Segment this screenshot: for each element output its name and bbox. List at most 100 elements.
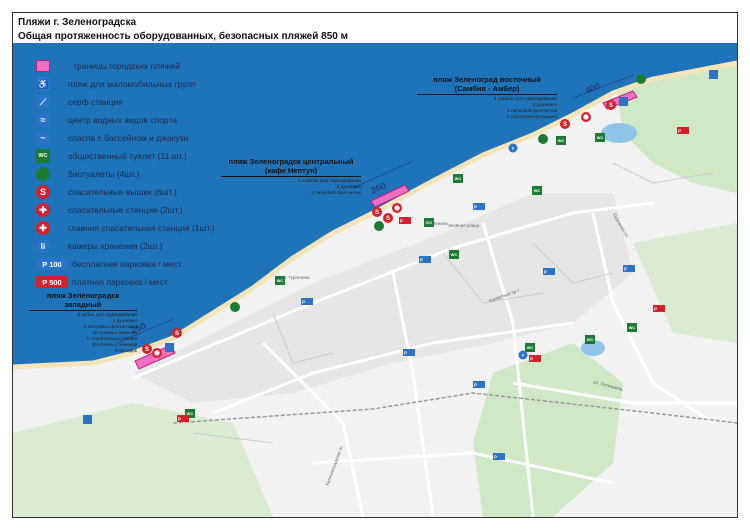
street-label: ул. Ленина (425, 221, 448, 226)
parking-label: P (654, 307, 657, 312)
rescue-tower-icon[interactable] (560, 119, 570, 129)
free-parking-icon[interactable] (301, 298, 313, 305)
legend-label: главная спасательная станция (1шт.) (68, 223, 215, 233)
beach-info-line: 4 кабины для переодевания (298, 179, 361, 184)
toilet-icon[interactable] (595, 133, 605, 142)
paid-parking-icon[interactable] (529, 355, 541, 362)
water-sports-icon[interactable] (709, 70, 718, 79)
lake-north (601, 123, 637, 143)
legend-label: бесплатная парковка / мест (72, 259, 182, 269)
legend-label: общественный туалет (11 шт.) (68, 151, 187, 161)
rescue-tower-letters: S S S S S S (145, 103, 613, 353)
paid-parking-icon[interactable] (399, 217, 411, 224)
beach-info-line: 8 беседок (115, 349, 137, 354)
free-parking-icon[interactable] (543, 268, 555, 275)
beach-boundary-icon (36, 60, 50, 72)
storage-icon[interactable] (508, 143, 518, 153)
rescue-tower-icon[interactable] (172, 328, 182, 338)
paid-parking-icon: P 500 (36, 276, 68, 288)
toilet-label: WC (426, 220, 433, 225)
parking-label: P (178, 417, 181, 422)
beach-name-west-line2: западный (64, 300, 102, 309)
map-canvas[interactable]: S S S S S S (13, 43, 737, 517)
map-subtitle: Общая протяженность оборудованных, безоп… (18, 31, 349, 42)
rescue-stations (152, 112, 591, 358)
beach-info-line: 1 спасательная вышка (86, 337, 137, 342)
paid-parking-icon[interactable] (177, 415, 189, 422)
toilet-icon: WC (36, 149, 50, 163)
beach-info-east: 4 кабины для переодевания 2 душевые 1 пи… (417, 97, 557, 121)
toilet-label: WC (629, 325, 636, 330)
rescue-station-icon: ✚ (36, 203, 50, 217)
toilet-icon[interactable] (185, 409, 195, 418)
paid-parking-icon[interactable] (677, 127, 689, 134)
rescue-tower-icon[interactable] (372, 207, 382, 217)
free-parking-icon[interactable] (419, 256, 431, 263)
bio-toilet-icon[interactable] (374, 221, 384, 231)
toilet-icon[interactable] (525, 343, 535, 352)
main-rescue-station-icon[interactable] (392, 203, 402, 213)
free-parking-icon[interactable] (403, 349, 415, 356)
wheelchair-icon[interactable] (619, 97, 628, 106)
beach-name-central: пляж Зеленоградск центральный (кафе Непт… (221, 157, 361, 177)
main-rescue-station-icon: ✚ (36, 221, 50, 235)
toilet-icon[interactable] (556, 136, 566, 145)
free-parking-icon[interactable] (493, 453, 505, 460)
rescue-tower-letter: S (145, 347, 149, 353)
toilet-label: WC (187, 411, 194, 416)
beach-label-central[interactable]: пляж Зеленоградск центральный (кафе Непт… (221, 157, 361, 197)
town-area (133, 193, 633, 403)
rescue-tower-icon[interactable] (606, 100, 616, 110)
beach-info-line: 2 душевые (336, 185, 361, 190)
free-parking-icon[interactable] (473, 203, 485, 210)
beach-name-west: пляж Зеленоградск западный (29, 291, 137, 311)
rescue-tower-icon[interactable] (142, 344, 152, 354)
map-svg: S S S S S S (13, 43, 737, 517)
spa-icon[interactable] (83, 415, 92, 424)
beach-info-line: 1 питьевой фонтанчик (507, 109, 557, 114)
surf-icon[interactable] (165, 343, 174, 352)
paid-parking-icon[interactable] (653, 305, 665, 312)
legend-item-wheelchair: ♿ пляж для маломобильных групп (36, 76, 196, 92)
beach-info-line: 10 теневых навесов (92, 331, 137, 336)
minor-roads (192, 162, 714, 444)
beach-info-line: 1 питьевой фонтанчик (311, 191, 361, 196)
rescue-tower-icon[interactable] (383, 213, 393, 223)
storage-icon[interactable] (518, 350, 528, 360)
beach-label-east[interactable]: пляж Зеленоград восточный (Самбия - Амбе… (417, 75, 557, 121)
toilet-icon[interactable] (275, 276, 285, 285)
shoreline (13, 60, 737, 370)
parking-label: P (494, 455, 497, 460)
legend-item-free-parking: P 100 бесплатная парковка / мест (36, 256, 182, 272)
bio-toilet-icon[interactable] (230, 302, 240, 312)
legend-item-paid-parking: P 500 платная парковка / мест (36, 274, 168, 290)
beach-info-line: 5 кабин для переодевания (77, 313, 137, 318)
free-parking-icon[interactable] (623, 265, 635, 272)
toilet-icon[interactable] (424, 218, 434, 227)
bio-toilet-icon[interactable] (538, 134, 548, 144)
free-parking-icon[interactable] (473, 381, 485, 388)
map-frame (12, 12, 738, 518)
beach-info-line: 30 уличных лежаков (91, 343, 137, 348)
toilet-icon[interactable] (585, 335, 595, 344)
legend-label: спасательные станции (2шт.) (68, 205, 183, 215)
forest-south (473, 343, 623, 517)
bio-toilets (230, 74, 646, 312)
toilet-icon[interactable] (453, 174, 463, 183)
beach-label-west[interactable]: пляж Зеленоградск западный 5 кабин для п… (29, 291, 137, 355)
toilet-icon[interactable] (532, 186, 542, 195)
beach-name-east: пляж Зеленоград восточный (Самбия - Амбе… (417, 75, 557, 95)
bio-toilet-icon[interactable] (636, 74, 646, 84)
legend-item-surf: ⟋ серф станция (36, 94, 123, 110)
toilet-label: WC (455, 176, 462, 181)
legend-item-storage: Ii камеры хранения (2шт.) (36, 238, 162, 254)
rescue-tower-icon: S (36, 185, 50, 199)
toilet-labels: WC WC WC WC WC WC WC WC WC WC WC (187, 135, 636, 416)
beach-boundary-central[interactable] (370, 184, 410, 208)
rescue-station-icon[interactable] (581, 112, 591, 122)
rescue-station-icon[interactable] (152, 348, 162, 358)
toilet-icon[interactable] (627, 323, 637, 332)
parking-label: P (678, 129, 681, 134)
legend-item-main-rescue: ✚ главная спасательная станция (1шт.) (36, 220, 214, 236)
toilet-icon[interactable] (449, 250, 459, 259)
